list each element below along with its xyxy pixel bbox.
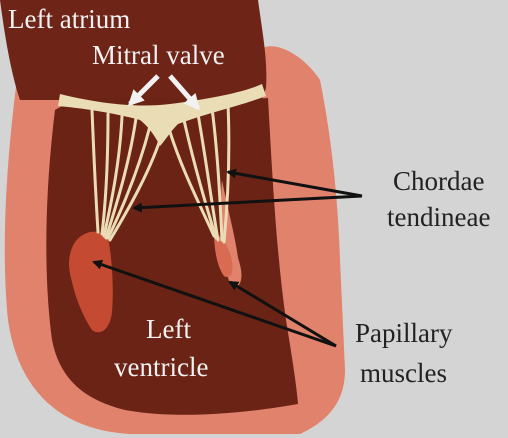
label-mitral-valve: Mitral valve — [92, 40, 225, 70]
label-left-atrium: Left atrium — [8, 4, 130, 34]
papillary-muscle-left — [69, 231, 113, 333]
left-atrium-chamber — [0, 0, 267, 100]
label-ventricle-line1: Left — [146, 314, 191, 344]
label-papillary-line2: muscles — [360, 358, 447, 388]
chordae-arrow-lower — [132, 194, 363, 213]
label-ventricle-line2: ventricle — [114, 352, 208, 382]
mitral-valve-band — [58, 84, 266, 146]
mitral-arrow-left — [127, 74, 160, 107]
papillary-arrow-left — [92, 259, 337, 348]
chordae-left — [90, 108, 162, 242]
label-papillary-line1: Papillary — [355, 318, 453, 348]
papillary-muscle-right — [214, 232, 233, 278]
label-chordae-line2: tendineae — [387, 202, 490, 232]
chordae-arrow-upper — [226, 168, 363, 198]
papillary-arrow-right — [228, 280, 337, 348]
label-chordae-line1: Chordae — [393, 166, 484, 196]
mitral-arrow-right — [168, 74, 200, 111]
